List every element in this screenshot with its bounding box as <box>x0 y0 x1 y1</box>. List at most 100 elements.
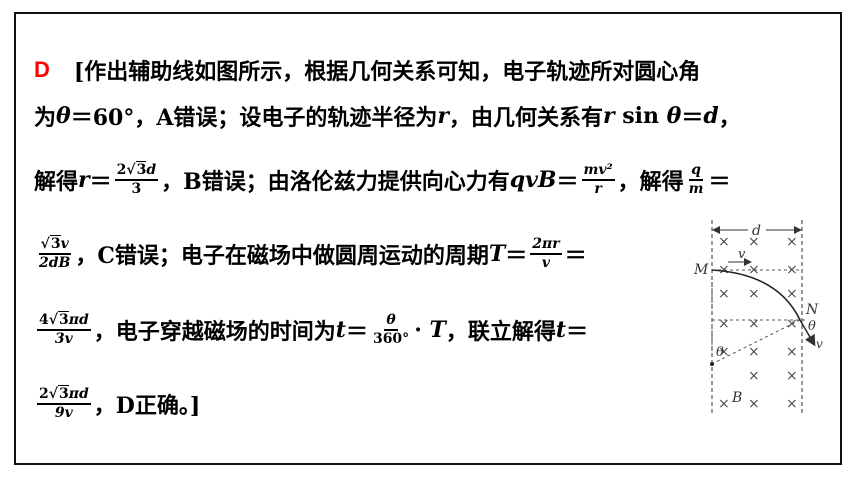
velocity-arrow-n <box>799 319 816 347</box>
field-cross: × <box>748 286 760 302</box>
text-segment: ，由几何关系有 <box>448 105 603 131</box>
label-theta-right: θ <box>808 319 816 334</box>
text-segment: ＝ <box>564 243 587 269</box>
frac-num: 2 <box>39 386 49 403</box>
label-v-top: v <box>738 247 746 262</box>
fraction-r: 2√3d 3 <box>114 161 159 197</box>
text-segment: 为 <box>34 105 57 131</box>
field-cross: × <box>786 396 798 412</box>
frac-num: πd <box>68 386 89 403</box>
frac-num: 2πr <box>530 237 562 255</box>
text-segment: ＝ <box>566 319 589 345</box>
label-N: N <box>805 302 819 318</box>
text-segment: ，B错误；由洛伦兹力提供向心力有 <box>161 169 510 195</box>
math-t: t <box>335 317 346 343</box>
field-cross: × <box>718 262 730 278</box>
electron-trajectory <box>711 269 801 321</box>
text-segment: ＝ <box>708 169 731 195</box>
frac-radicand: 3 <box>135 161 147 179</box>
fraction-time-value: 2√3πd 9v <box>37 385 91 421</box>
fraction-qm-value: √3v 2dB <box>38 235 71 271</box>
text-segment: ＝ <box>505 243 528 269</box>
magnetic-field-diagram: d ×××××××××××××××××××× v M N θ v θ B <box>693 220 823 416</box>
text-line-6: 2√3πd 9v ，D正确。] <box>34 385 201 422</box>
field-cross: × <box>748 396 760 412</box>
math-T: T <box>488 241 506 267</box>
frac-den: 3v <box>54 331 73 347</box>
field-cross: × <box>748 234 760 250</box>
label-d: d <box>752 223 761 239</box>
fraction-theta-360: θ 360° <box>371 313 411 346</box>
answer-letter: D <box>34 57 50 82</box>
frac-den: r <box>594 181 602 197</box>
content-frame <box>14 12 842 465</box>
text-segment: ＝ <box>89 169 112 195</box>
math-theta: θ <box>56 103 71 129</box>
field-crosses: ×××××××××××××××××××× <box>718 234 798 412</box>
label-theta-left: θ <box>716 345 724 360</box>
text-segment: ，联立解得 <box>445 319 556 345</box>
fraction-period-value: 4√3πd 3v <box>37 311 91 347</box>
field-cross: × <box>786 286 798 302</box>
text-segment: ，D正确。] <box>93 393 201 419</box>
field-cross: × <box>786 368 798 384</box>
field-cross: × <box>718 316 730 332</box>
frac-den: 3 <box>131 181 142 197</box>
frac-num: 4 <box>39 312 49 329</box>
fraction-q-m: q m <box>687 163 706 196</box>
frac-den: 360° <box>372 331 410 347</box>
frac-num: θ <box>384 313 398 331</box>
text-segment: ＝ <box>556 169 579 195</box>
line1-text: [作出辅助线如图所示，根据几何关系可知，电子轨迹所对圆心角 <box>73 59 701 85</box>
field-cross: × <box>786 316 798 332</box>
frac-num: 2 <box>116 162 127 179</box>
math-qvB: qvB <box>509 167 557 193</box>
text-segment: ＝ <box>681 105 704 131</box>
text-segment: ＝ <box>345 319 368 345</box>
frac-num: d <box>146 162 157 179</box>
field-cross: × <box>718 234 730 250</box>
field-cross: × <box>748 316 760 332</box>
text-line-1: D [作出辅助线如图所示，根据几何关系可知，电子轨迹所对圆心角 <box>34 52 700 88</box>
field-cross: × <box>748 262 760 278</box>
frac-radicand: 3 <box>49 235 61 253</box>
math-r: r <box>603 103 615 129</box>
math-theta: θ <box>666 103 682 129</box>
field-cross: × <box>718 286 730 302</box>
frac-num: q <box>689 163 703 181</box>
math-t: t <box>555 317 567 343</box>
text-segment: 解得 <box>34 169 79 195</box>
fraction-mv2-r: mv² r <box>581 163 615 197</box>
text-segment: ， <box>718 105 741 131</box>
frac-den: 2dB <box>39 255 71 271</box>
text-segment: ，电子穿越磁场的时间为 <box>93 319 336 345</box>
frac-num: mv² <box>581 163 615 181</box>
math-d: d <box>703 103 719 129</box>
fraction-period: 2πr v <box>530 237 562 271</box>
text-segment: · <box>414 317 430 343</box>
math-r: r <box>78 167 90 193</box>
text-segment: ，C错误；电子在磁场中做圆周运动的周期 <box>75 243 489 269</box>
label-B: B <box>731 390 742 406</box>
frac-den: v <box>541 255 551 271</box>
frac-den: m <box>688 181 704 197</box>
radius-line <box>711 319 801 365</box>
text-segment: ，解得 <box>617 169 684 195</box>
frac-den: 9v <box>54 405 73 421</box>
field-cross: × <box>748 368 760 384</box>
field-cross: × <box>786 344 798 360</box>
frac-radicand: 3 <box>57 311 69 329</box>
label-M: M <box>693 262 709 278</box>
field-cross: × <box>718 344 730 360</box>
field-cross: × <box>718 396 730 412</box>
text-segment: sin <box>614 103 667 129</box>
math-r: r <box>437 103 449 129</box>
text-segment: ＝60°，A错误；设电子的轨迹半径为 <box>70 105 438 131</box>
frac-num: πd <box>68 312 89 329</box>
frac-radicand: 3 <box>57 385 69 403</box>
field-cross: × <box>748 344 760 360</box>
